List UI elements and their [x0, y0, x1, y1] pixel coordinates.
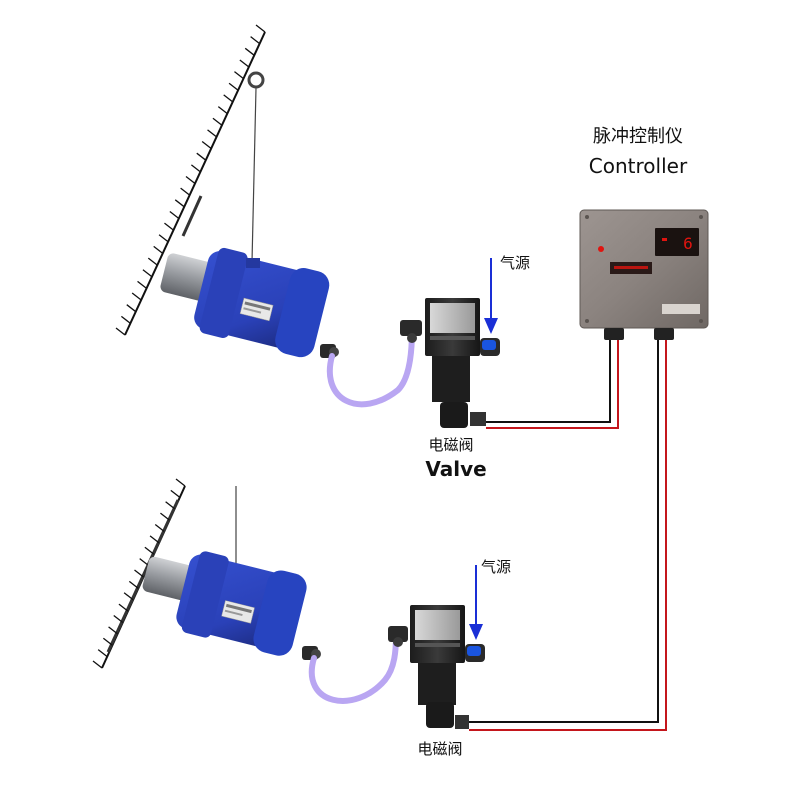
wall-hatch-mark [207, 129, 217, 138]
wall-hatch-mark [102, 637, 113, 646]
wall-hatch-mark [134, 569, 144, 578]
wall-hatch-mark [115, 327, 126, 336]
wall-hatch-mark [108, 626, 118, 635]
wall-hatch-mark [158, 234, 169, 243]
wall-hatch-mark [97, 649, 108, 658]
air-hose-top [327, 327, 415, 408]
wall-hatch-mark [217, 106, 228, 115]
air-hammer-top [160, 71, 339, 358]
wall-hatch-mark [169, 210, 180, 219]
wall-hatch-mark [126, 304, 137, 313]
wall-hatch-mark [185, 175, 196, 185]
wall-hatch-mark [212, 117, 223, 126]
wall-hatch-mark [154, 523, 165, 533]
wall-hatch-mark [149, 535, 160, 544]
controller-label-en: Controller [589, 154, 688, 178]
air-source-arrow-top [484, 258, 498, 334]
control-wire-bottom [469, 340, 667, 731]
wall-hatch-mark [139, 558, 150, 567]
wall-hatch-mark [165, 501, 176, 510]
wall-hatch-mark [137, 280, 147, 289]
wall-hatch-mark [123, 592, 134, 601]
wall-hatch-mark [113, 614, 124, 624]
control-wire-top [486, 340, 619, 429]
wall-hatch-mark [131, 292, 142, 301]
air-source-arrow-bottom [469, 565, 483, 640]
wall-hatch-mark [164, 222, 174, 231]
wall-hatch-mark [118, 603, 129, 612]
controller-display-digit: 6 [683, 234, 693, 253]
wall-hatch-mark [92, 660, 103, 669]
wall-hatch-mark [153, 245, 164, 254]
wall-hatch-mark [144, 546, 155, 555]
wall-hatch-mark [250, 36, 261, 45]
wall-hatch-mark [174, 199, 185, 208]
valve-label-cn-top: 电磁阀 [428, 436, 473, 454]
air-source-label-top: 气源 [500, 254, 530, 272]
status-led-icon [598, 246, 604, 252]
wall-hatch-mark [244, 47, 255, 56]
controller-label-cn: 脉冲控制仪 [593, 126, 683, 147]
wall-hatch-mark [120, 315, 131, 324]
wall-top [115, 24, 266, 336]
wall-hatch-mark [160, 512, 170, 521]
wall-hatch-mark [180, 187, 191, 196]
wall-hatch-mark [147, 257, 158, 266]
lifting-eye-icon [247, 71, 265, 89]
solenoid-valve-top [400, 298, 500, 428]
air-source-label-bottom: 气源 [481, 558, 511, 576]
wall-hatch-mark [255, 24, 266, 33]
air-hammer-bottom [142, 486, 321, 660]
solenoid-valve-bottom [388, 605, 485, 729]
wall-hatch-mark [223, 94, 234, 103]
valve-label-cn-bottom: 电磁阀 [417, 740, 462, 758]
air-hose-bottom [308, 632, 399, 704]
digital-display [655, 228, 699, 256]
wall-hatch-mark [239, 59, 250, 68]
wall-hatch-mark [170, 489, 181, 498]
wall-hatch-mark [228, 82, 239, 91]
wall-hatch-mark [128, 580, 139, 589]
wall-hatch-mark [142, 269, 153, 278]
wall-bottom [92, 478, 186, 669]
wall-hatch-mark [234, 71, 244, 80]
wall-hatch-mark [175, 478, 186, 487]
valve-label-en: Valve [425, 457, 486, 481]
pulse-controller [579, 209, 709, 340]
wall-hatch-mark [201, 141, 212, 150]
wall-hatch-mark [190, 164, 201, 173]
wall-hatch-mark [196, 152, 207, 161]
